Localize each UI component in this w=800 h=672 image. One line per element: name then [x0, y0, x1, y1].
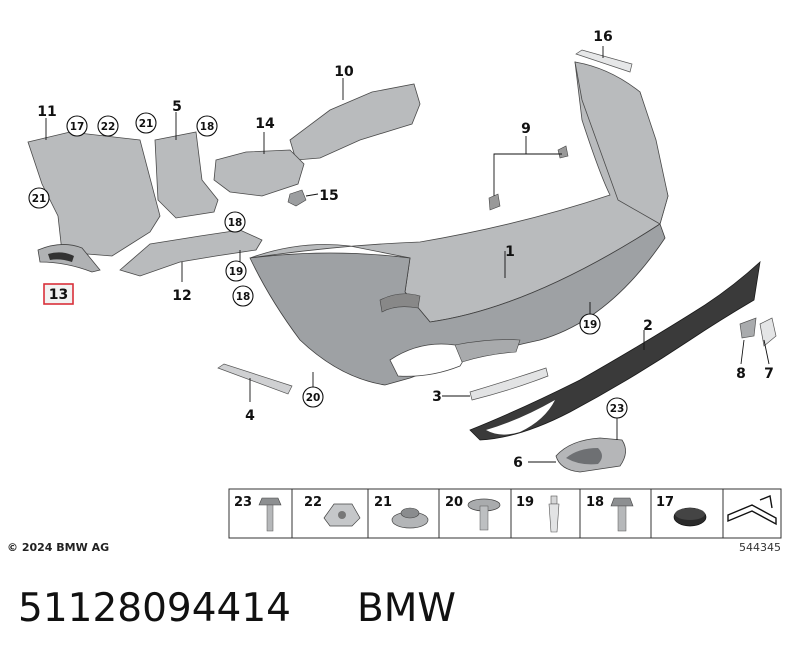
overview-icon[interactable] — [727, 495, 777, 526]
diagram-id: 544345 — [739, 541, 781, 554]
svg-text:18: 18 — [586, 495, 604, 510]
callout-21-circle-b[interactable]: 21 — [135, 112, 157, 134]
legend-cell-21[interactable]: 21 — [374, 495, 429, 529]
callout-14[interactable]: 14 — [255, 116, 275, 132]
legend-cell-20[interactable]: 20 — [445, 495, 501, 531]
callout-9[interactable]: 9 — [521, 121, 531, 137]
part-12-rail[interactable] — [119, 229, 263, 277]
callout-8[interactable]: 8 — [736, 366, 746, 382]
part-3-trim-strip[interactable] — [469, 367, 549, 401]
callout-13: 13 — [49, 287, 68, 303]
svg-text:17: 17 — [70, 121, 85, 133]
callout-labels: 1 2 3 4 5 6 7 8 9 10 11 12 14 15 16 — [37, 29, 774, 471]
circled-callouts: 17 22 21 21 18 18 19 18 — [28, 112, 628, 419]
callout-4[interactable]: 4 — [245, 408, 255, 424]
svg-text:22: 22 — [101, 121, 116, 133]
svg-text:21: 21 — [139, 118, 154, 130]
fastener-legend: 23 22 21 20 19 18 — [228, 488, 782, 539]
callout-17-circle[interactable]: 17 — [66, 115, 88, 137]
part-10-carrier[interactable] — [289, 83, 421, 161]
legend-cell-18[interactable]: 18 — [586, 495, 634, 532]
svg-text:18: 18 — [228, 217, 243, 229]
svg-text:21: 21 — [374, 495, 392, 510]
callout-20-circle[interactable]: 20 — [302, 386, 324, 408]
callout-23-circle[interactable]: 23 — [606, 397, 628, 419]
callout-12[interactable]: 12 — [172, 288, 191, 304]
svg-text:21: 21 — [32, 193, 47, 205]
callout-21-circle[interactable]: 21 — [28, 187, 50, 209]
callout-11[interactable]: 11 — [37, 104, 56, 120]
svg-text:19: 19 — [583, 319, 598, 331]
callout-18-circle[interactable]: 18 — [196, 115, 218, 137]
svg-text:19: 19 — [516, 495, 534, 510]
callout-19-circle-b[interactable]: 19 — [579, 313, 601, 335]
part-13-selected[interactable] — [37, 244, 101, 273]
part-1-bumper-panel[interactable] — [249, 61, 669, 386]
callout-19-circle[interactable]: 19 — [225, 260, 247, 282]
copyright-notice: © 2024 BMW AG — [7, 541, 110, 554]
part-number: 51128094414 — [18, 586, 291, 631]
svg-text:23: 23 — [234, 495, 252, 510]
callout-16[interactable]: 16 — [593, 29, 612, 45]
part-15-clip[interactable] — [287, 189, 307, 207]
legend-cell-19[interactable]: 19 — [516, 495, 560, 533]
callout-7[interactable]: 7 — [764, 366, 774, 382]
callout-22-circle[interactable]: 22 — [97, 115, 119, 137]
callout-10[interactable]: 10 — [334, 64, 354, 80]
svg-text:20: 20 — [445, 495, 463, 510]
svg-text:20: 20 — [306, 392, 321, 404]
callout-15[interactable]: 15 — [319, 188, 338, 204]
parts-diagram: 1 2 3 4 5 6 7 8 9 10 11 12 14 15 16 13 1… — [27, 29, 782, 539]
part-2-diffuser-trim[interactable] — [469, 260, 761, 441]
part-9-clips[interactable] — [488, 145, 569, 211]
leader-lines — [45, 46, 770, 463]
svg-text:22: 22 — [304, 495, 322, 510]
legend-cell-22[interactable]: 22 — [304, 495, 361, 527]
part-4-side-trim[interactable] — [217, 363, 293, 395]
callout-2[interactable]: 2 — [643, 318, 653, 334]
callout-18-circle-c[interactable]: 18 — [232, 285, 254, 307]
part-7-cover[interactable] — [759, 317, 777, 347]
svg-text:19: 19 — [229, 266, 244, 278]
callout-5[interactable]: 5 — [172, 99, 182, 115]
svg-text:17: 17 — [656, 495, 674, 510]
callout-18-circle-b[interactable]: 18 — [224, 211, 246, 233]
part-8-cover[interactable] — [739, 317, 757, 339]
callout-1[interactable]: 1 — [505, 244, 515, 260]
callout-13-highlight[interactable]: 13 — [43, 283, 74, 305]
part-16-top-trim[interactable] — [575, 49, 633, 73]
brand-name: BMW — [357, 586, 456, 631]
part-14-deflector[interactable] — [213, 149, 305, 197]
svg-text:18: 18 — [236, 291, 251, 303]
svg-text:18: 18 — [200, 121, 215, 133]
part-6-tailpipe-trim[interactable] — [555, 437, 626, 473]
legend-cell-23[interactable]: 23 — [234, 495, 282, 532]
legend-cell-17[interactable]: 17 — [656, 495, 707, 527]
callout-6[interactable]: 6 — [513, 455, 523, 471]
part-5-bracket[interactable] — [154, 131, 219, 219]
svg-text:23: 23 — [610, 403, 625, 415]
callout-3[interactable]: 3 — [432, 389, 442, 405]
